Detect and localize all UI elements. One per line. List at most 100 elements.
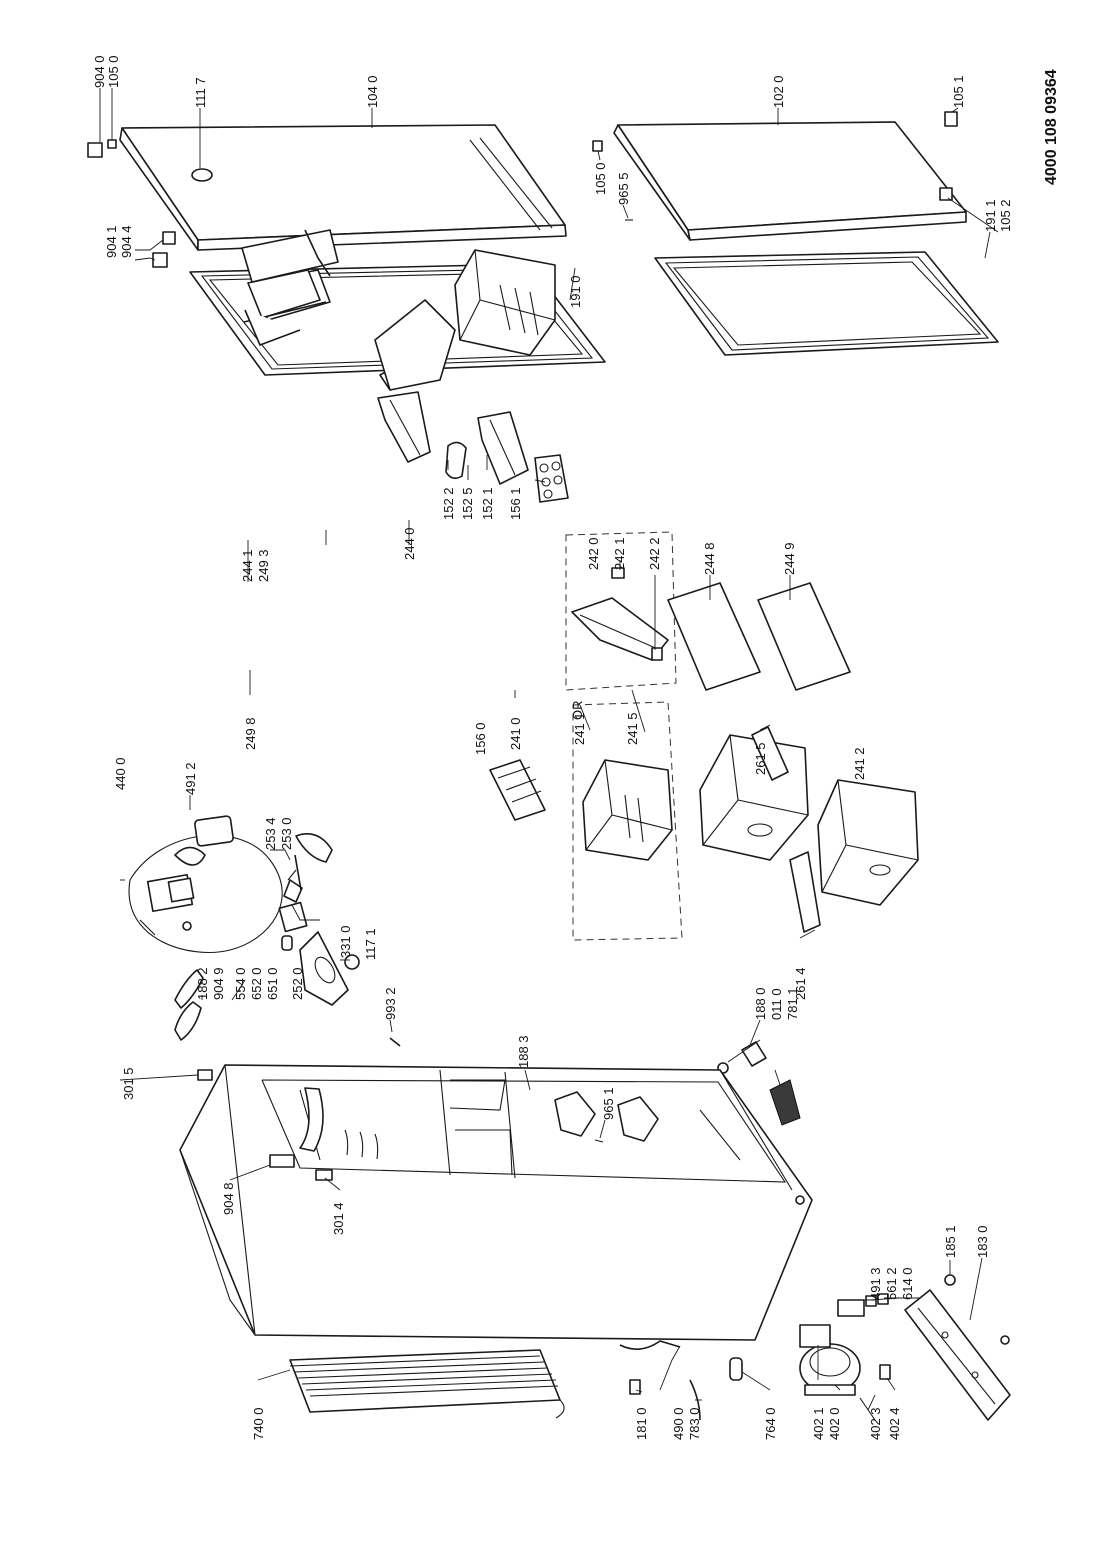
label-105-0b: 105 0 — [593, 162, 608, 195]
door-gasket-191-1 — [654, 251, 999, 356]
label-102-0: 102 0 — [771, 75, 786, 108]
cover-904-1 — [162, 231, 176, 245]
relay-cover-402-1 — [799, 1324, 831, 1348]
label-156-0: 156 0 — [473, 722, 488, 755]
shelf-support-right — [617, 1096, 659, 1142]
label-241-2: 241 2 — [852, 747, 867, 780]
cover-301-5 — [197, 1069, 213, 1081]
cover-491-2 — [194, 815, 234, 847]
spring-253-4 — [294, 854, 302, 891]
label-185-1: 185 1 — [943, 1225, 958, 1258]
label-651-0: 651 0 — [265, 967, 280, 1000]
label-191-0: 191 0 — [568, 275, 583, 308]
label-402-0: 402 0 — [827, 1407, 842, 1440]
fan-assembly-parts — [139, 846, 206, 936]
label-183-0: 183 0 — [975, 1225, 990, 1258]
label-188-3: 188 3 — [516, 1035, 531, 1068]
fridge-door-104-0 — [119, 124, 567, 251]
label-253-0: 253 0 — [279, 817, 294, 850]
label-904-0: 904 0 — [92, 55, 107, 88]
glass-shelf-244-0 — [374, 299, 456, 391]
lamp-cover-253-0 — [295, 833, 333, 863]
label-261-5: 261 5 — [753, 742, 768, 775]
label-249-3: 249 3 — [256, 549, 271, 582]
label-242-1: 242 1 — [612, 537, 627, 570]
bulb-331-0 — [344, 954, 360, 970]
hinge-188-2 — [174, 1001, 202, 1041]
bracket-188-0 — [741, 1041, 767, 1067]
freezer-drawer-241-2 — [817, 779, 919, 906]
bush-105-0 — [107, 139, 117, 149]
label-301-5: 301 5 — [121, 1067, 136, 1100]
label-440-0: 440 0 — [113, 757, 128, 790]
label-904-9: 904 9 — [211, 967, 226, 1000]
label-011-0: 011 0 — [769, 988, 784, 1020]
hinge-105-1 — [944, 111, 958, 127]
shelf-glass-244-1b — [241, 229, 339, 283]
freezer-door-102-0 — [613, 121, 967, 241]
label-188-0: 188 0 — [753, 987, 768, 1020]
ice-tray-156-0 — [489, 759, 546, 821]
leader-lines — [99, 88, 999, 1411]
label-331-0: 331 0 — [338, 925, 353, 958]
label-191-1: 191 1 — [983, 199, 998, 232]
label-402-1: 402 1 — [811, 1407, 826, 1440]
label-965-5: 965 5 — [616, 172, 631, 205]
document-number: 4000 108 09364 — [1043, 69, 1060, 185]
label-301-4: 301 4 — [331, 1202, 346, 1235]
or-text: OR — [570, 701, 585, 721]
glass-shelf-244-9 — [757, 582, 851, 691]
box-491-3 — [837, 1299, 865, 1317]
screw-965-1 — [594, 1139, 604, 1143]
power-cord-490-0 — [619, 1340, 681, 1350]
label-244-8: 244 8 — [702, 542, 717, 575]
label-904-8: 904 8 — [221, 1182, 236, 1215]
runner-261-5 — [751, 726, 789, 781]
label-614-0: 614 0 — [900, 1267, 915, 1300]
bottle-stopper-152-5 — [445, 441, 467, 480]
lamp-housing-252-0 — [299, 931, 349, 1006]
clip-242-2 — [651, 647, 663, 661]
cap-181-0 — [629, 1379, 641, 1395]
egg-tray-156-1 — [534, 454, 569, 503]
label-111-7: 111 7 — [193, 77, 208, 108]
foot-right — [795, 1195, 805, 1205]
trim-249-8 — [244, 309, 301, 346]
clip-402-3 — [859, 1397, 876, 1421]
label-241-0: 241 0 — [508, 717, 523, 750]
label-244-1: 244 1 — [240, 549, 255, 582]
door-hinge-covers — [87, 139, 176, 268]
label-249-8: 249 8 — [243, 717, 258, 750]
label-783-0: 783 0 — [687, 1407, 702, 1440]
bottle-balcony-152-2 — [377, 391, 431, 463]
label-261-4: 261 4 — [793, 967, 808, 1000]
thermostat-assembly — [278, 869, 308, 951]
screw-base — [1000, 1335, 1010, 1345]
label-241-5: 241 5 — [625, 712, 640, 745]
base-plate-183-0 — [904, 1289, 1011, 1421]
label-904-4: 904 4 — [119, 225, 134, 258]
label-152-2: 152 2 — [441, 487, 456, 520]
option-box-a — [565, 531, 677, 691]
trim-249-3 — [304, 229, 331, 277]
label-554-0: 554 0 — [233, 967, 248, 1000]
label-491-3: 491 3 — [868, 1267, 883, 1300]
label-402-4: 402 4 — [887, 1407, 902, 1440]
clip-242-1 — [611, 567, 625, 579]
small-door-parts — [592, 111, 958, 221]
door-balcony-152-1 — [477, 411, 529, 485]
label-181-0: 181 0 — [634, 1407, 649, 1440]
label-244-0: 244 0 — [402, 527, 417, 560]
bush-105-0b — [592, 140, 603, 152]
seal-188-2 — [174, 969, 204, 1009]
label-244-9: 244 9 — [782, 542, 797, 575]
badge-111-7 — [191, 168, 213, 182]
label-117-1: 117 1 — [363, 928, 378, 960]
handle-904-8 — [269, 1154, 295, 1168]
label-242-2: 242 2 — [647, 537, 662, 570]
drawer-241-0 — [454, 249, 556, 356]
wire-993-2 — [389, 1037, 401, 1047]
runner-261-4 — [789, 851, 821, 933]
label-764-0: 764 0 — [763, 1407, 778, 1440]
